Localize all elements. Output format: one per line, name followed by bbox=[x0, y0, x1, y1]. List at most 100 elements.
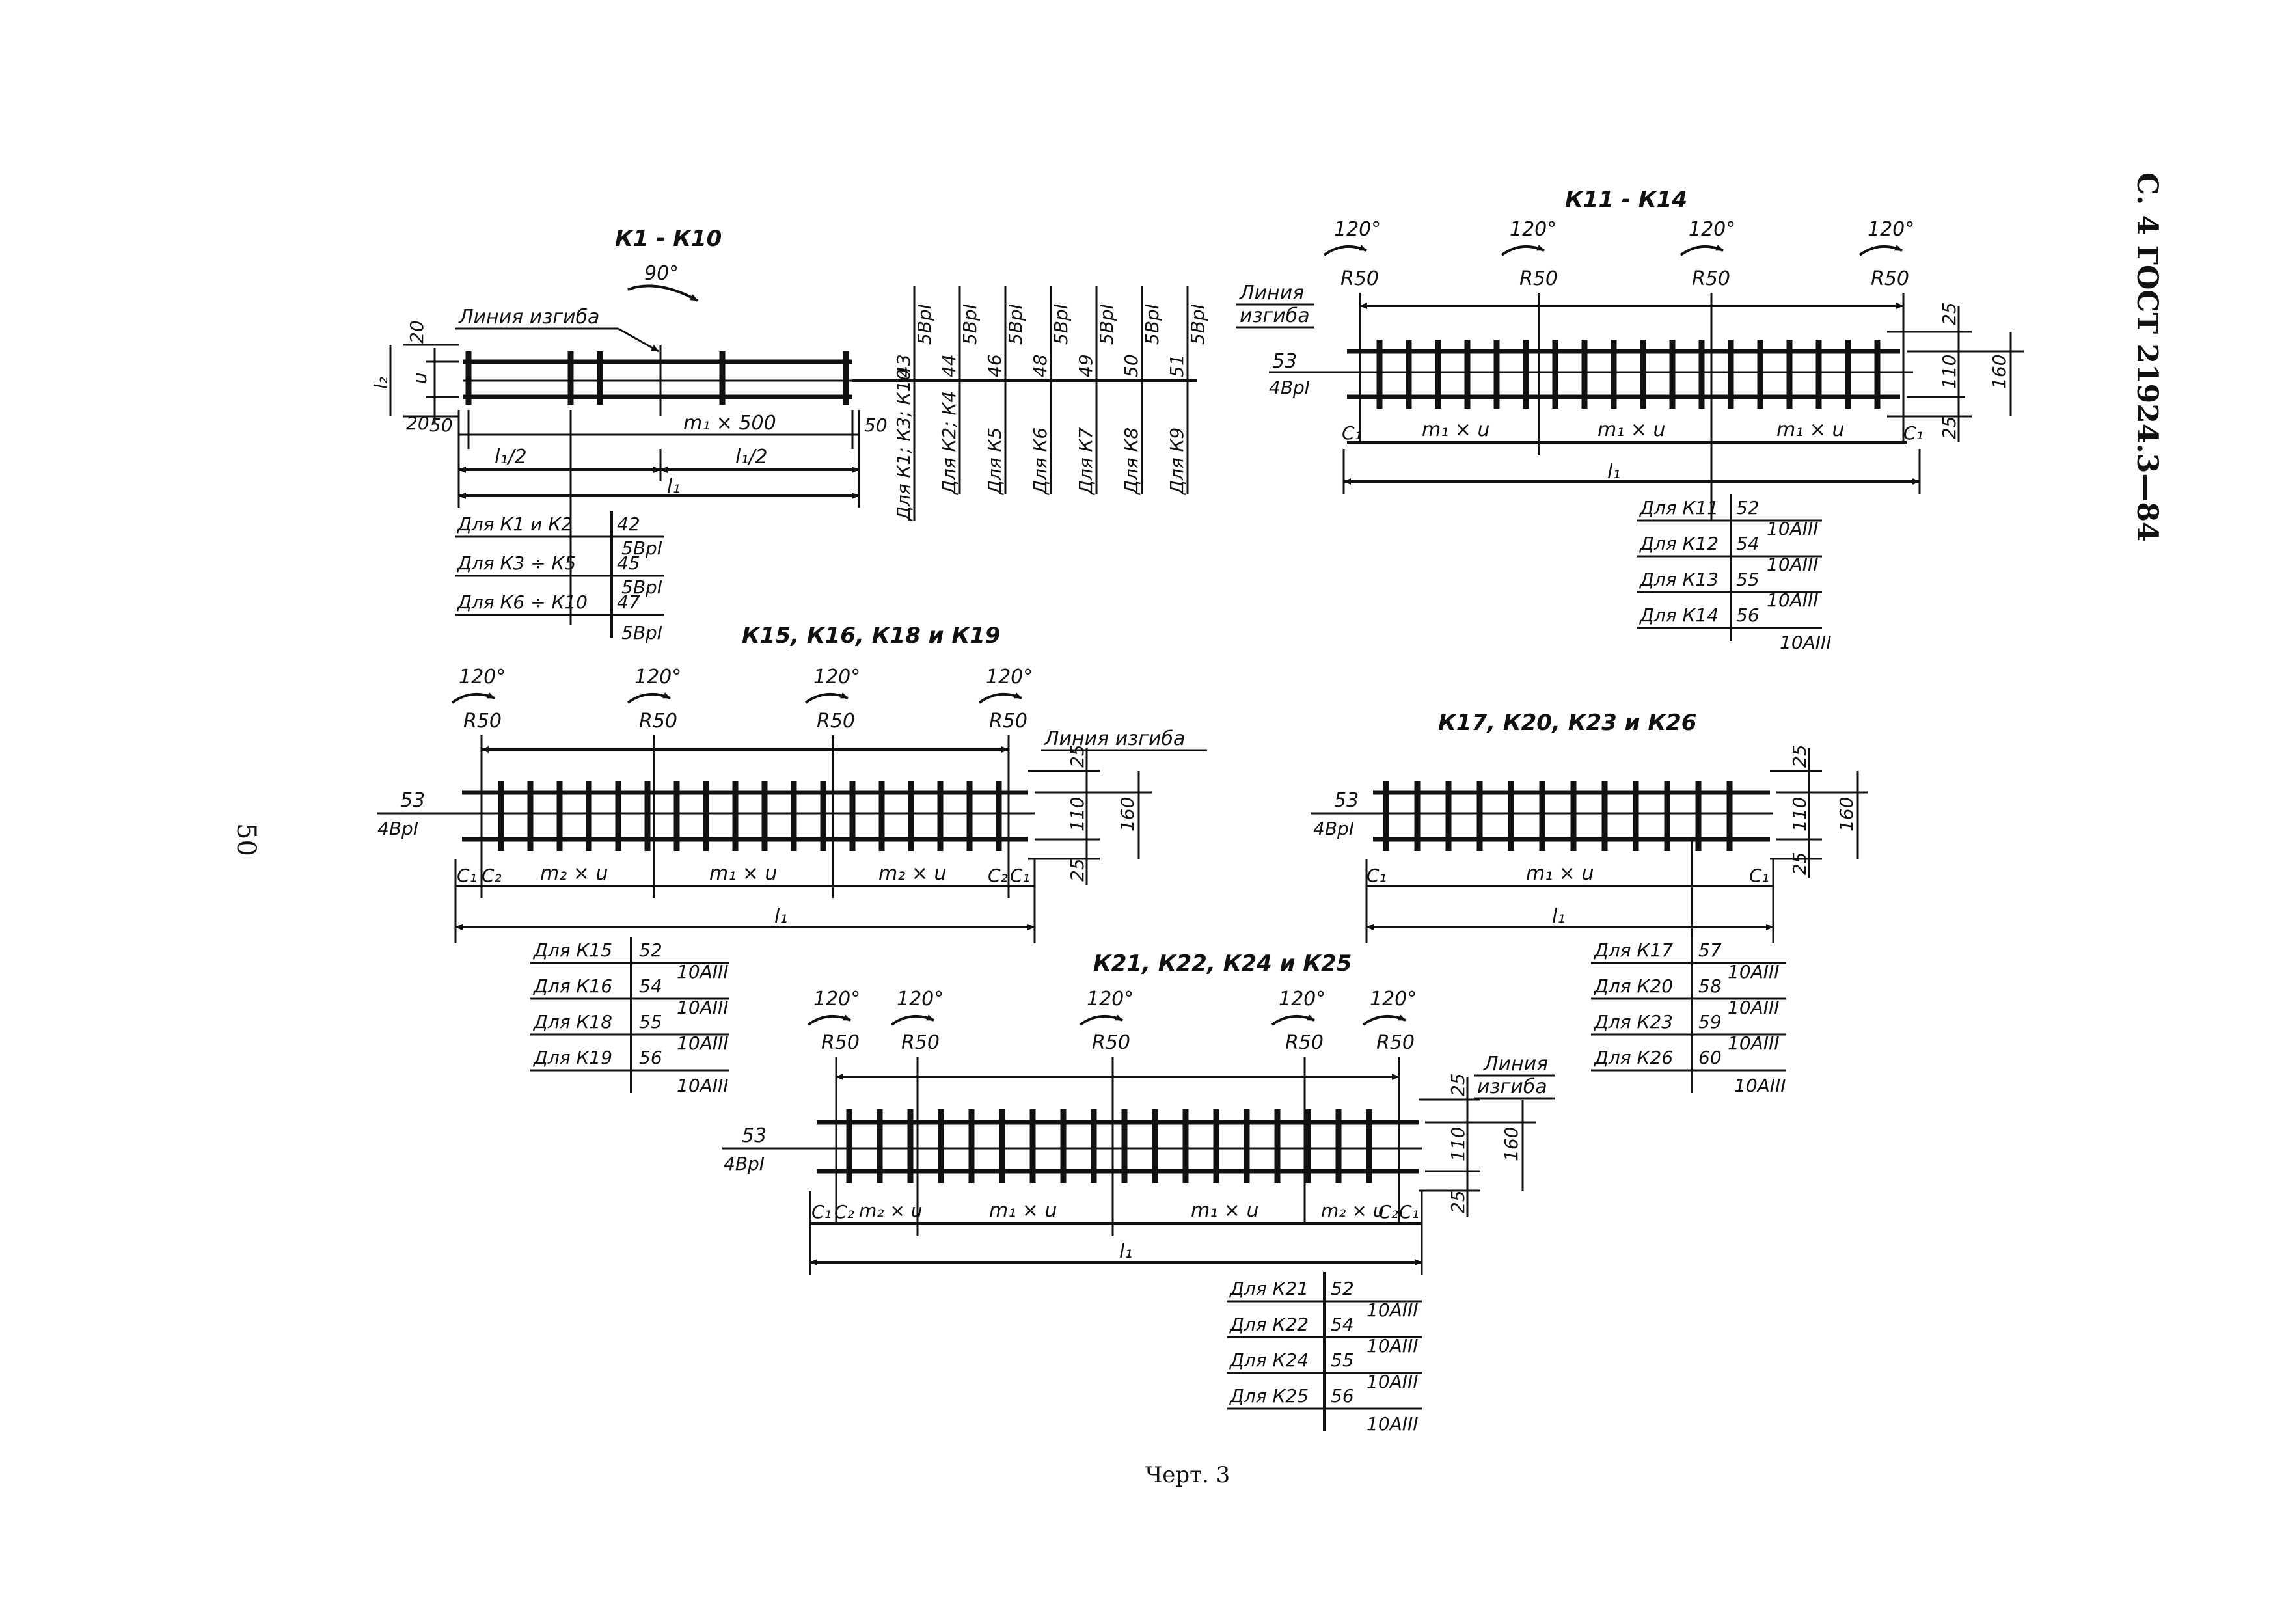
dim-c1b: C₁ bbox=[1903, 422, 1924, 444]
bend-line-leader bbox=[618, 327, 659, 353]
dim-l1-half-b: l₁/2 bbox=[735, 446, 768, 468]
frame-k1-k10: К1 - К10 90° Линия изгиба 20 u l₂ 20 50 … bbox=[370, 226, 1208, 643]
row-label: Для К22 bbox=[1229, 1314, 1309, 1335]
angle: 120° bbox=[813, 666, 860, 688]
row-num: 54 bbox=[1736, 533, 1760, 554]
row-label: Для К1 и К2 bbox=[456, 513, 573, 535]
vrow-num: 46 bbox=[984, 354, 1005, 377]
radius: R50 bbox=[1871, 267, 1909, 290]
radius: R50 bbox=[821, 1031, 860, 1054]
row-label: Для К14 bbox=[1638, 604, 1719, 626]
row-grade: 10АIII bbox=[1767, 518, 1819, 539]
dim-25a: 25 bbox=[1447, 1073, 1469, 1096]
table-k15: Для К15 52 10АIII Для К16 54 10АIII Для … bbox=[530, 937, 729, 1096]
row-label: Для К11 bbox=[1638, 497, 1719, 519]
dim-c1a: C₁ bbox=[1342, 422, 1362, 444]
row-label: Для К13 bbox=[1638, 569, 1719, 590]
bend-line: Линия изгиба bbox=[1044, 727, 1185, 750]
angle: 120° bbox=[897, 988, 944, 1010]
dim-l2: l₂ bbox=[370, 377, 392, 389]
angle: 120° bbox=[1868, 218, 1914, 241]
angle: 120° bbox=[1689, 218, 1735, 241]
dim-110: 110 bbox=[1067, 797, 1088, 832]
row-num: 42 bbox=[617, 513, 640, 535]
radius: R50 bbox=[1692, 267, 1730, 290]
vrow-num: 43 bbox=[893, 354, 914, 377]
angle: 120° bbox=[813, 988, 860, 1010]
vrow-label: Для К8 bbox=[1121, 427, 1142, 496]
vrow-grade: 5ВрI bbox=[914, 304, 935, 345]
side-title: С. 4 ГОСТ 21924.3—84 bbox=[2130, 172, 2164, 542]
vrow-grade: 5ВрI bbox=[1096, 304, 1117, 345]
dim-l1: l₁ bbox=[1552, 905, 1565, 928]
radius: R50 bbox=[989, 710, 1027, 733]
row-num: 57 bbox=[1698, 940, 1722, 961]
vrow-label: Для К2; К4 bbox=[938, 391, 960, 496]
table-k1-vertical: Для К1; К3; К10 43 5ВрI Для К2; К4 44 5В… bbox=[852, 286, 1208, 522]
row-num: 45 bbox=[617, 552, 640, 574]
vrow-num: 48 bbox=[1029, 354, 1051, 377]
seg: m₁ × u bbox=[1422, 418, 1489, 441]
dim-l1-half-a: l₁/2 bbox=[495, 446, 527, 468]
vrow-grade: 5ВрI bbox=[1050, 304, 1072, 345]
row-label: Для К26 bbox=[1593, 1047, 1673, 1068]
table-k1-horizontal: Для К1 и К2 42 5ВрI Для К3 ÷ К5 45 5ВрI … bbox=[455, 511, 664, 643]
frame-k17-k26: К17, К20, К23 и К26 53 4ВрI 25 110 160 2… bbox=[1311, 710, 1868, 1096]
row-num: 59 bbox=[1698, 1011, 1722, 1033]
row-grade: 10АIII bbox=[1366, 1371, 1419, 1392]
row-num: 55 bbox=[639, 1011, 662, 1033]
dim-50-right: 50 bbox=[864, 414, 888, 436]
dim-110: 110 bbox=[1938, 355, 1960, 389]
bend-line-2: изгиба bbox=[1240, 304, 1310, 327]
frame-k11-k14: К11 - К14 120° 120° 120° 120° R50 R50 R5… bbox=[1236, 187, 2024, 653]
row-label: Для К3 ÷ К5 bbox=[456, 552, 576, 574]
vrow-grade: 5ВрI bbox=[959, 304, 981, 345]
vrow-grade: 5ВрI bbox=[1005, 304, 1026, 345]
row-num: 52 bbox=[1331, 1278, 1354, 1299]
title-k11: К11 - К14 bbox=[1565, 187, 1687, 213]
figure-caption: Черт. 3 bbox=[1145, 1462, 1230, 1488]
vrow-grade: 5ВрI bbox=[1187, 304, 1208, 345]
row-num: 56 bbox=[1736, 604, 1760, 626]
table-k21: Для К21 52 10АIII Для К22 54 10АIII Для … bbox=[1227, 1272, 1422, 1435]
dim-m1-500: m₁ × 500 bbox=[683, 412, 776, 435]
seg: m₂ × u bbox=[1321, 1200, 1385, 1221]
row-num: 56 bbox=[639, 1047, 662, 1068]
row-num: 56 bbox=[1331, 1385, 1354, 1407]
seg: m₂ × u bbox=[859, 1200, 923, 1221]
vrow-label: Для К7 bbox=[1075, 427, 1096, 496]
dim-l1: l₁ bbox=[1119, 1240, 1132, 1263]
row-label: Для К16 bbox=[532, 975, 612, 997]
page-number: 50 bbox=[231, 823, 261, 856]
angle: 120° bbox=[634, 666, 681, 688]
row-num: 60 bbox=[1698, 1047, 1722, 1068]
dim-l1: l₁ bbox=[774, 905, 787, 928]
seg: m₂ × u bbox=[878, 862, 946, 885]
rod-grade: 4ВрI bbox=[1313, 818, 1354, 839]
rod-num: 53 bbox=[1272, 350, 1297, 373]
row-grade: 10АIII bbox=[677, 1033, 729, 1054]
rod-num: 53 bbox=[1334, 789, 1359, 812]
dim-c: C₂ bbox=[1378, 1201, 1398, 1223]
table-k11: Для К11 52 10АIII Для К12 54 10АIII Для … bbox=[1637, 494, 1832, 653]
radius: R50 bbox=[1376, 1031, 1415, 1054]
row-grade: 10АIII bbox=[1728, 961, 1780, 982]
seg: m₁ × u bbox=[1597, 418, 1665, 441]
radius: R50 bbox=[463, 710, 502, 733]
dim-c: C₁ bbox=[1010, 865, 1030, 886]
row-grade: 10АIII bbox=[1366, 1335, 1419, 1357]
angle: 120° bbox=[1279, 988, 1326, 1010]
angle: 120° bbox=[1510, 218, 1557, 241]
row-grade: 10АIII bbox=[1366, 1299, 1419, 1321]
angle-arrow-k1 bbox=[627, 284, 698, 302]
dim-160: 160 bbox=[1836, 797, 1857, 832]
dim-20-bottom: 20 bbox=[406, 413, 429, 434]
dim-25b: 25 bbox=[1447, 1190, 1469, 1213]
row-label: Для К6 ÷ К10 bbox=[456, 591, 588, 613]
row-label: Для К21 bbox=[1229, 1278, 1309, 1299]
radius: R50 bbox=[1092, 1031, 1130, 1054]
row-grade: 10АIII bbox=[677, 997, 729, 1018]
cross-bars-group bbox=[498, 340, 1881, 1183]
